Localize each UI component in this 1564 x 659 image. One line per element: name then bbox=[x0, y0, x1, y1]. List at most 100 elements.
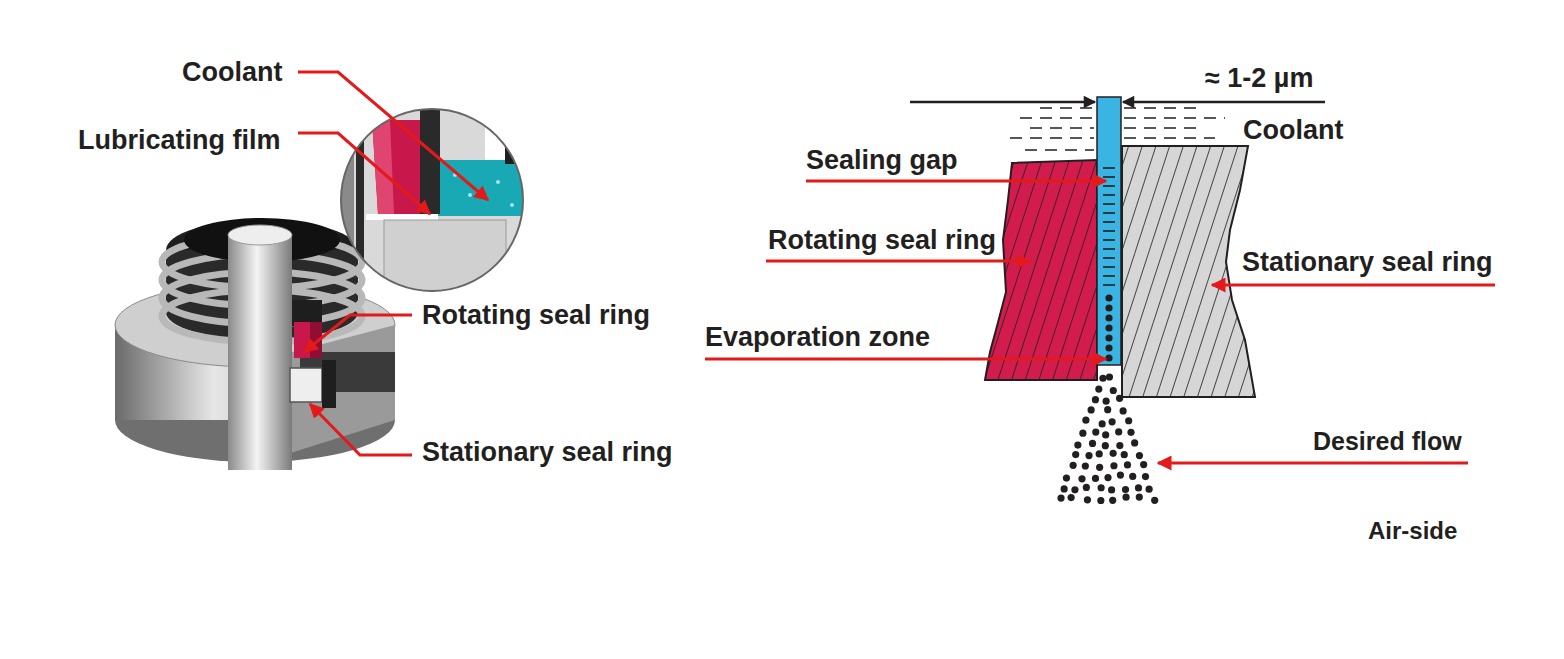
droplet bbox=[1104, 406, 1111, 413]
leader-line bbox=[910, 101, 1095, 104]
callout-label: Evaporation zone bbox=[705, 321, 930, 353]
droplet bbox=[1063, 474, 1070, 481]
droplet bbox=[1074, 441, 1081, 448]
droplet bbox=[1105, 324, 1112, 331]
droplet bbox=[1122, 486, 1129, 493]
droplet bbox=[1070, 462, 1077, 469]
film-tick bbox=[1103, 167, 1115, 169]
droplet bbox=[1120, 407, 1127, 414]
droplet bbox=[1127, 429, 1134, 436]
droplet bbox=[1083, 484, 1090, 491]
droplet bbox=[1068, 494, 1075, 501]
droplet bbox=[1110, 450, 1117, 457]
callout-label: Coolant bbox=[1243, 114, 1344, 146]
droplet bbox=[1102, 431, 1109, 438]
droplet bbox=[1151, 497, 1158, 504]
droplet bbox=[1146, 486, 1153, 493]
droplet bbox=[1115, 428, 1122, 435]
droplet bbox=[1097, 497, 1104, 504]
droplet bbox=[1096, 464, 1103, 471]
droplet bbox=[1071, 486, 1078, 493]
film-tick bbox=[1103, 230, 1115, 232]
callout-label: Rotating seal ring bbox=[768, 224, 996, 256]
droplet bbox=[1122, 494, 1129, 501]
droplet bbox=[1136, 452, 1143, 459]
droplet bbox=[1105, 314, 1112, 321]
film-tick bbox=[1103, 212, 1115, 214]
film-tick bbox=[1103, 284, 1115, 286]
callout-label: Coolant bbox=[182, 56, 283, 88]
droplet bbox=[1092, 396, 1099, 403]
droplet bbox=[1092, 429, 1099, 436]
droplet bbox=[1078, 475, 1085, 482]
droplet bbox=[1057, 494, 1064, 501]
droplet bbox=[1106, 373, 1113, 380]
droplet bbox=[1124, 461, 1131, 468]
film-tick bbox=[1103, 275, 1115, 277]
film-tick bbox=[1103, 257, 1115, 259]
droplet bbox=[1131, 439, 1138, 446]
leader-line bbox=[310, 404, 412, 455]
droplet bbox=[1108, 418, 1115, 425]
droplet bbox=[1088, 406, 1095, 413]
callout-label: Air-side bbox=[1368, 515, 1457, 547]
droplet bbox=[1103, 398, 1110, 405]
film-tick bbox=[1103, 185, 1115, 187]
film-tick bbox=[1103, 221, 1115, 223]
droplet bbox=[1082, 462, 1089, 469]
leader-line bbox=[705, 358, 1106, 361]
droplet bbox=[1084, 496, 1091, 503]
leader-line bbox=[806, 180, 1106, 183]
droplet bbox=[1121, 451, 1128, 458]
leader-line bbox=[1158, 462, 1468, 465]
droplet bbox=[1098, 484, 1105, 491]
droplet bbox=[1116, 442, 1123, 449]
film-tick bbox=[1103, 239, 1115, 241]
droplet bbox=[1082, 417, 1089, 424]
leader-line bbox=[766, 260, 1030, 263]
callout-label: Desired flow bbox=[1313, 425, 1462, 457]
film-tick bbox=[1103, 248, 1115, 250]
leader-line bbox=[1212, 284, 1495, 287]
droplet bbox=[1105, 304, 1112, 311]
leader-line bbox=[298, 133, 430, 214]
droplet bbox=[1092, 475, 1099, 482]
droplet bbox=[1135, 484, 1142, 491]
seal-cutaway bbox=[115, 218, 395, 470]
droplet bbox=[1099, 420, 1106, 427]
droplet bbox=[1142, 473, 1149, 480]
film-tick bbox=[1103, 266, 1115, 268]
callout-label: ≈ 1-2 µm bbox=[1205, 62, 1313, 94]
film-tick bbox=[1103, 176, 1115, 178]
callout-label: Lubricating film bbox=[78, 124, 281, 156]
droplet bbox=[1125, 417, 1132, 424]
film-tick bbox=[1103, 194, 1115, 196]
droplet bbox=[1108, 486, 1115, 493]
callout-label: Rotating seal ring bbox=[422, 299, 650, 331]
droplet bbox=[1061, 485, 1068, 492]
droplet bbox=[1110, 387, 1117, 394]
callout-label: Stationary seal ring bbox=[1242, 246, 1493, 278]
droplet bbox=[1104, 474, 1111, 481]
droplet bbox=[1105, 354, 1112, 361]
droplet bbox=[1085, 452, 1092, 459]
droplet bbox=[1079, 430, 1086, 437]
droplet bbox=[1102, 442, 1109, 449]
droplet bbox=[1096, 450, 1103, 457]
droplet bbox=[1105, 294, 1112, 301]
droplet bbox=[1109, 497, 1116, 504]
droplet bbox=[1117, 471, 1124, 478]
leader-line bbox=[304, 315, 412, 352]
droplet bbox=[1129, 473, 1136, 480]
droplet bbox=[1072, 451, 1079, 458]
droplet bbox=[1105, 334, 1112, 341]
droplet bbox=[1116, 395, 1123, 402]
droplet bbox=[1136, 493, 1143, 500]
droplet bbox=[1099, 375, 1106, 382]
callout-label: Stationary seal ring bbox=[422, 436, 673, 468]
magnified-detail bbox=[340, 108, 530, 300]
droplet bbox=[1089, 440, 1096, 447]
callout-label: Sealing gap bbox=[806, 144, 958, 176]
seal-section bbox=[985, 97, 1255, 504]
